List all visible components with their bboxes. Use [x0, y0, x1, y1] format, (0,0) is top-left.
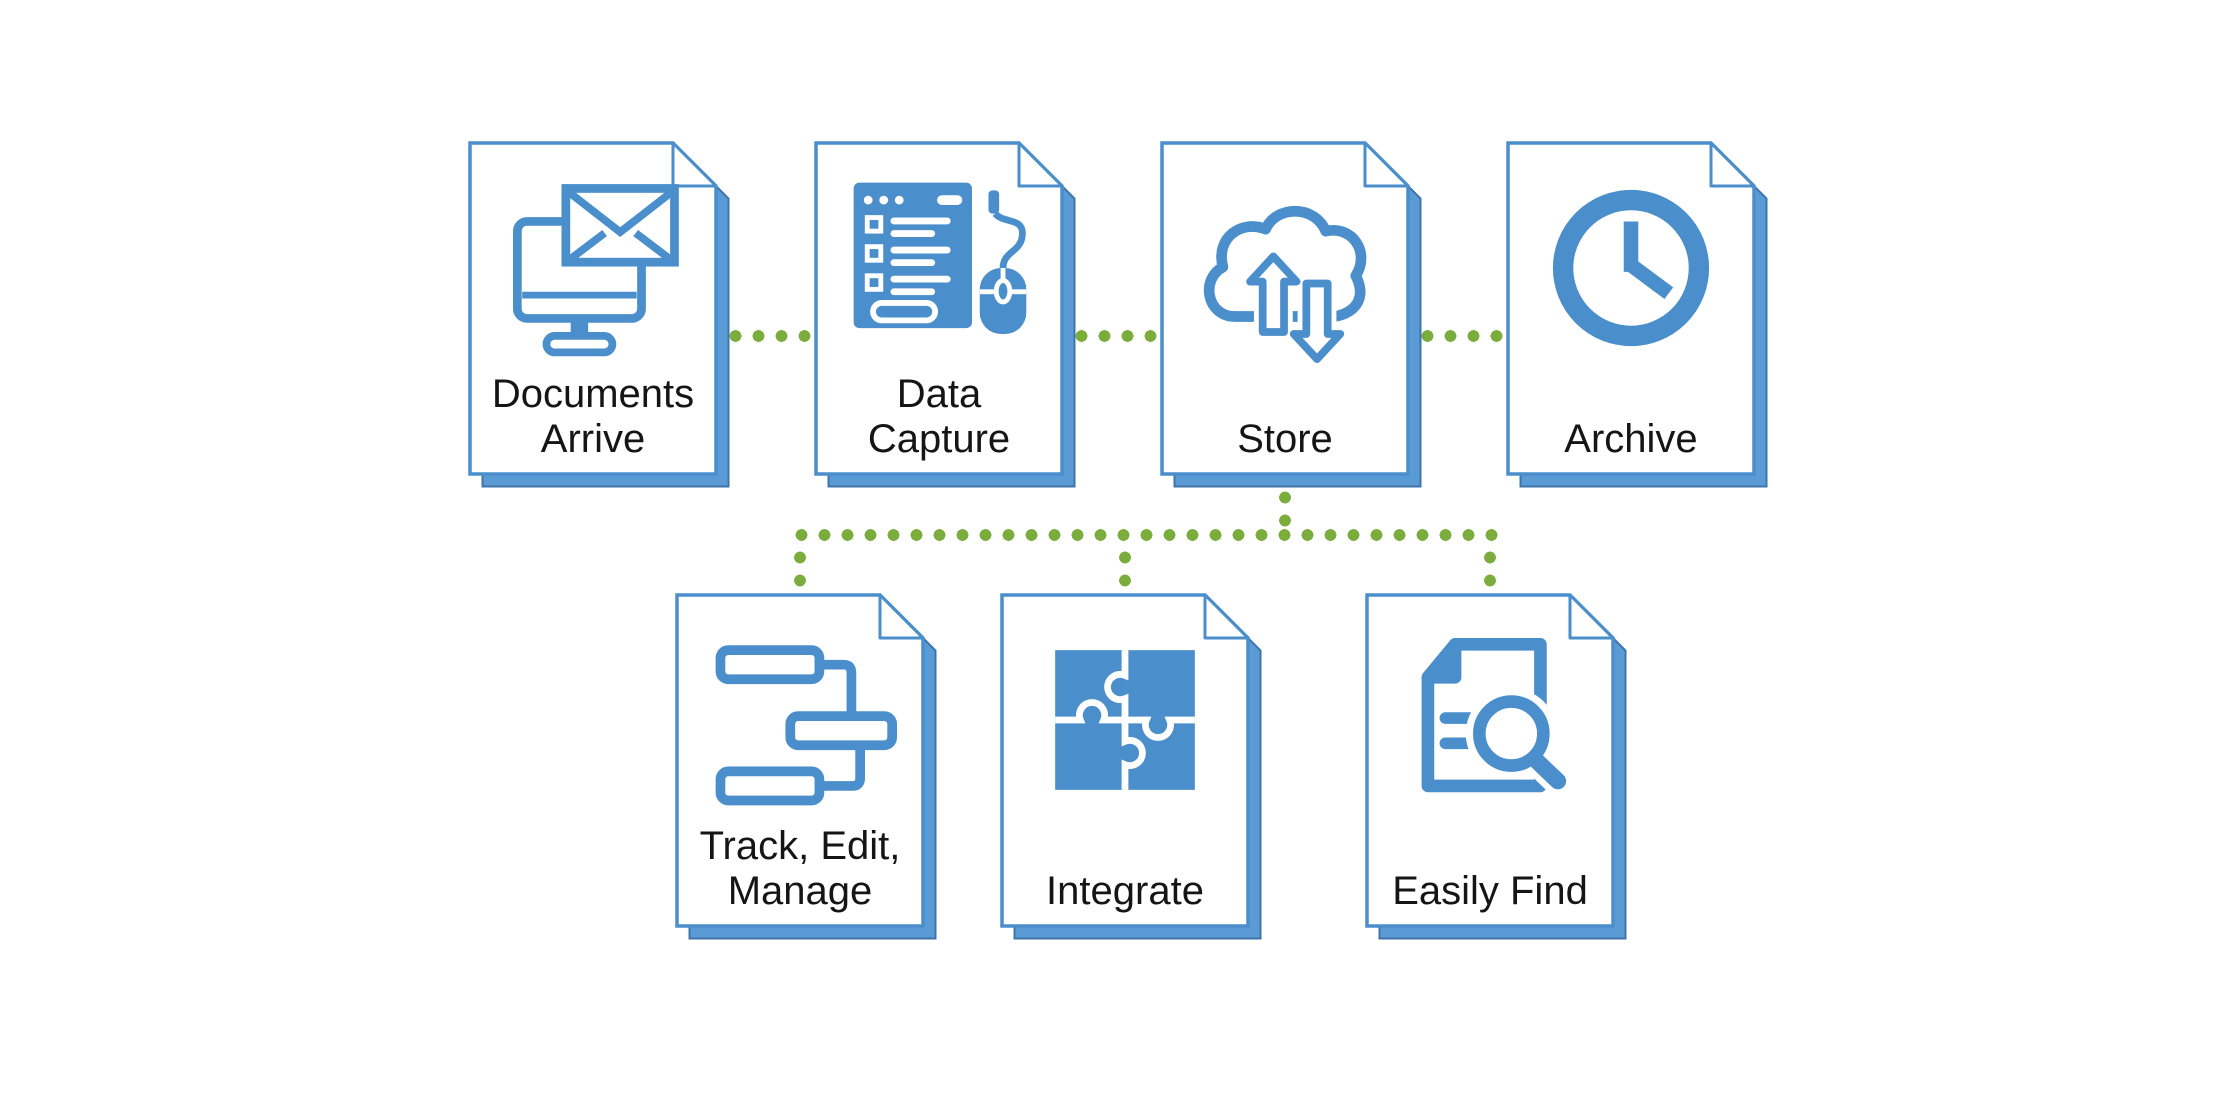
card-label: Track, Edit, Manage [699, 824, 901, 914]
connector-dots-store-down [1279, 486, 1291, 532]
card-easily-find: Easily Find [1365, 593, 1629, 940]
connector-dots-to-track [794, 546, 806, 592]
connector-dots-documents-to-capture [724, 330, 816, 342]
card-store: Store [1160, 141, 1424, 488]
card-data-capture: Data Capture [814, 141, 1078, 488]
card-archive: Archive [1506, 141, 1770, 488]
clock-icon [1534, 171, 1728, 365]
document-search-icon [1393, 623, 1587, 817]
puzzle-icon [1028, 623, 1222, 817]
card-label: Data Capture [867, 372, 1011, 462]
connector-dots-capture-to-store [1070, 330, 1162, 342]
card-label: Archive [1564, 417, 1698, 462]
cloud-upload-download-icon [1188, 171, 1382, 368]
connector-dots-store-to-archive [1416, 330, 1508, 342]
card-label: Documents Arrive [491, 372, 695, 462]
card-integrate: Integrate [1000, 593, 1264, 940]
card-label: Integrate [1046, 869, 1204, 914]
card-label: Store [1237, 417, 1333, 462]
connector-dots-to-integrate [1119, 546, 1131, 592]
card-documents-arrive: Documents Arrive [468, 141, 732, 488]
gantt-flow-icon [703, 623, 897, 817]
form-mouse-icon [842, 171, 1036, 365]
card-label: Easily Find [1392, 869, 1588, 914]
monitor-envelope-icon [496, 171, 690, 365]
card-track-edit-manage: Track, Edit, Manage [675, 593, 939, 940]
connector-dots-branch-line [790, 529, 1503, 541]
connector-dots-to-easily-find [1484, 546, 1496, 592]
